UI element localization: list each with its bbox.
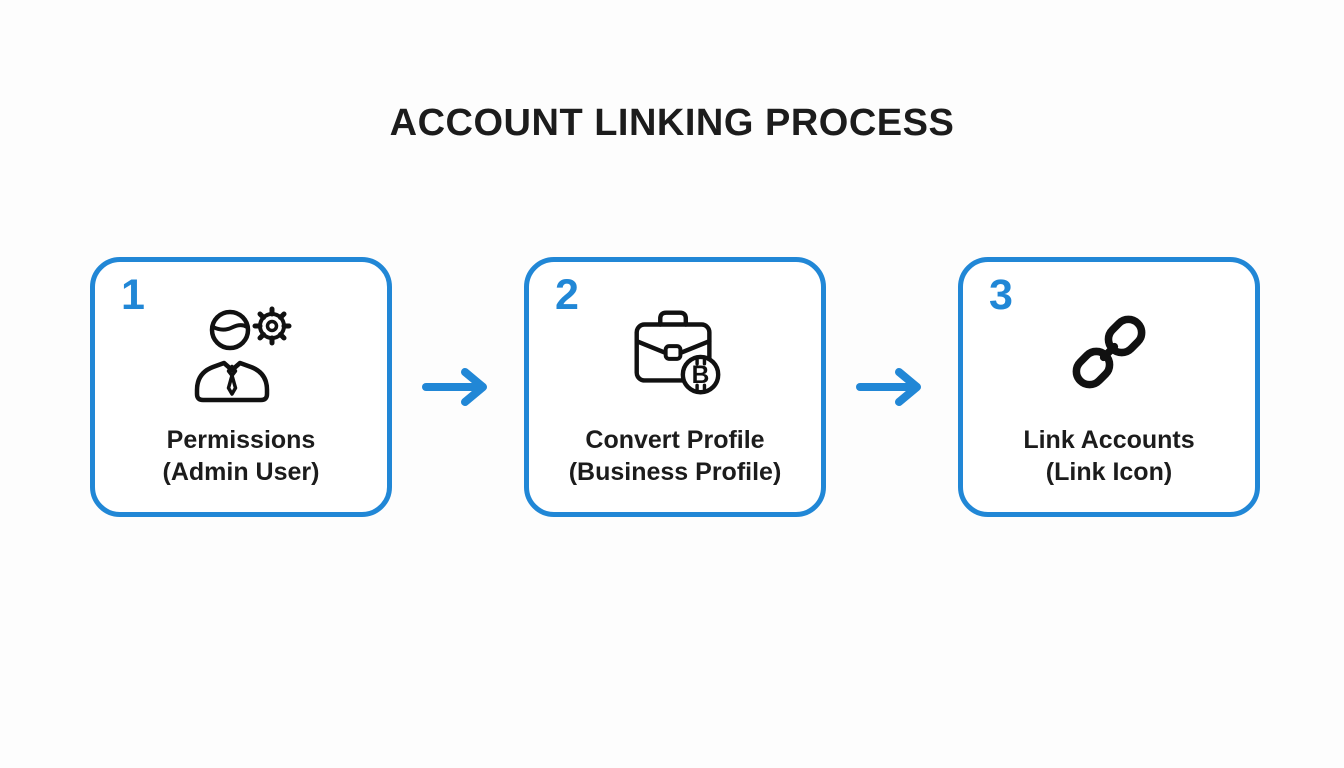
gear-icon [252,306,292,346]
briefcase-bitcoin-icon: B [529,292,821,412]
step-label-primary: Permissions [166,426,316,454]
bitcoin-letter: B [692,362,710,389]
step-number: 1 [121,271,145,319]
admin-user-gear-icon [95,292,387,412]
connector-1 [392,257,524,517]
briefcase-icon [634,310,712,383]
arrow-right-icon [422,368,487,406]
step-box-convert-profile: 2 B Convert Profile [524,257,826,517]
chain-link-icon [963,292,1255,412]
step-label-secondary: (Admin User) [162,458,320,486]
step-label: Convert Profile (Business Profile) [529,424,821,488]
step-label-primary: Convert Profile [585,426,765,454]
step-number: 2 [555,271,579,319]
process-flow: 1 [90,257,1260,517]
bitcoin-badge-icon: B [680,354,721,395]
step-number: 3 [989,271,1013,319]
arrow-right-icon [856,368,921,406]
step-label-secondary: (Link Icon) [1045,458,1173,486]
person-icon [194,309,270,403]
step-box-permissions: 1 [90,257,392,517]
connector-2 [826,257,958,517]
step-box-link-accounts: 3 Link Accounts (Link Icon) [958,257,1260,517]
step-label-secondary: (Business Profile) [568,458,782,486]
step-label: Permissions (Admin User) [95,424,387,488]
step-label-primary: Link Accounts [1023,426,1195,454]
page-title: ACCOUNT LINKING PROCESS [389,102,955,144]
step-label: Link Accounts (Link Icon) [963,424,1255,488]
